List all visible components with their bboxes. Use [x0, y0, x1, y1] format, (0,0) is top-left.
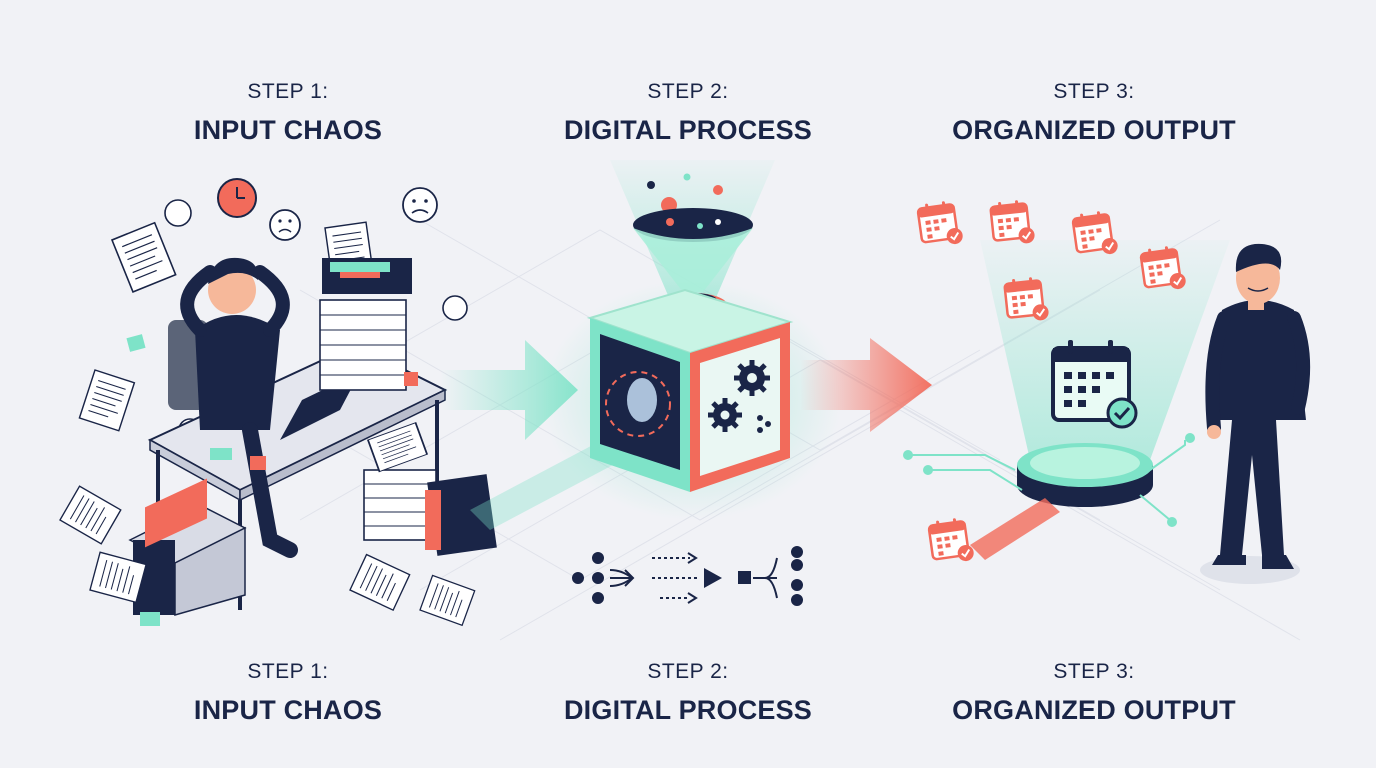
step-3-number: STEP 3:: [1053, 80, 1135, 103]
arrow-process-to-output: [800, 338, 932, 432]
calendar-icon: [1070, 208, 1120, 260]
step-3-number: STEP 3:: [1053, 660, 1135, 683]
step-3-caption-bottom: STEP 3: ORGANIZED OUTPUT: [904, 660, 1284, 726]
step-3-title: ORGANIZED OUTPUT: [952, 115, 1236, 145]
clock-icon: [217, 178, 257, 218]
step-1-caption-bottom: STEP 1: INPUT CHAOS: [98, 660, 478, 726]
step-2-number: STEP 2:: [647, 660, 729, 683]
step-1-title: INPUT CHAOS: [193, 695, 383, 725]
sad-face-icon: [402, 187, 438, 223]
calendar-icon: [915, 198, 965, 250]
step-1-number: STEP 1:: [247, 80, 329, 103]
gear-icon: [708, 398, 742, 432]
step-2-number: STEP 2:: [647, 80, 729, 103]
calendar-icon: [988, 197, 1037, 249]
digital-process-illustration: [542, 160, 842, 606]
step-2-caption-bottom: STEP 2: DIGITAL PROCESS: [498, 660, 878, 726]
organized-output-illustration: [903, 197, 1311, 584]
flow-merge-icon: [738, 546, 803, 606]
step-3-title: ORGANIZED OUTPUT: [952, 695, 1236, 725]
flow-split-icon: [572, 552, 635, 604]
calendar-icon: [1051, 340, 1138, 429]
calendar-icon: [926, 515, 976, 567]
step-1-header-top: STEP 1: INPUT CHAOS: [98, 80, 478, 146]
sad-face-icon: [269, 209, 301, 241]
step-1-number: STEP 1:: [247, 660, 329, 683]
step-3-header-top: STEP 3: ORGANIZED OUTPUT: [904, 80, 1284, 146]
flow-arrows-icon: [652, 552, 722, 604]
step-1-title: INPUT CHAOS: [193, 115, 383, 145]
step-2-header-top: STEP 2: DIGITAL PROCESS: [498, 80, 878, 146]
step-2-title: DIGITAL PROCESS: [563, 695, 813, 725]
gear-icon: [734, 360, 770, 396]
step-2-title: DIGITAL PROCESS: [563, 115, 813, 145]
input-chaos-illustration: [59, 178, 497, 626]
